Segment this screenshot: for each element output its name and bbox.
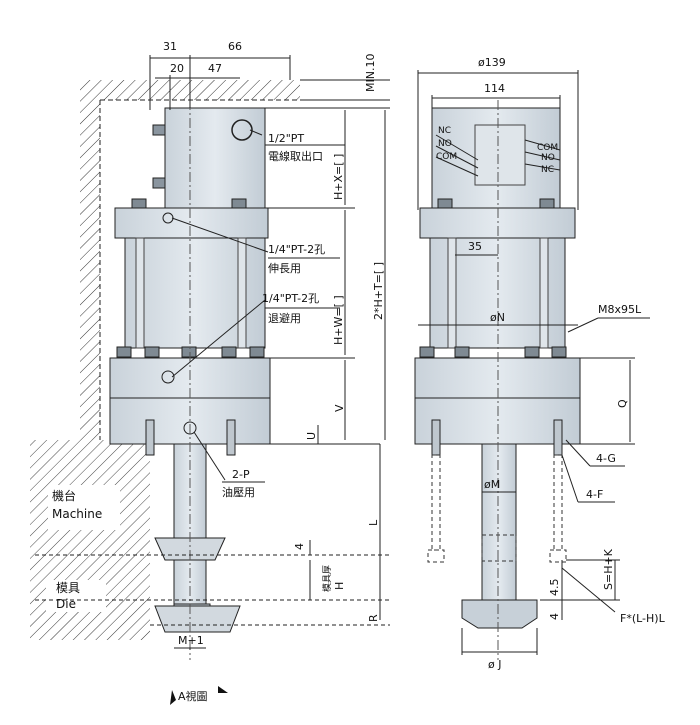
callout-2p: 2-P bbox=[232, 468, 250, 481]
dim-h: H bbox=[333, 582, 346, 590]
switch-nc-left: NC bbox=[438, 126, 451, 136]
callout-pt12: 1/2"PT bbox=[268, 132, 304, 145]
callout-m8: M8x95L bbox=[598, 303, 642, 316]
dim-47: 47 bbox=[208, 62, 222, 75]
switch-no-right: NO bbox=[541, 153, 555, 163]
dim-s: S=H+K bbox=[602, 548, 615, 590]
dim-31: 31 bbox=[163, 40, 177, 53]
switch-nc-right: NC bbox=[541, 165, 554, 175]
machine-en: Machine bbox=[52, 507, 102, 521]
dim-min10: MIN.10 bbox=[364, 54, 377, 92]
callout-4g: 4-G bbox=[596, 452, 616, 465]
dim-m: øM bbox=[484, 478, 500, 491]
view-a-arrow-icon bbox=[170, 686, 228, 705]
dim-35: 35 bbox=[468, 240, 482, 253]
dim-4-5: 4.5 bbox=[548, 579, 561, 597]
dim-r: R bbox=[367, 614, 380, 622]
callout-fl: F*(L-H)L bbox=[620, 612, 666, 625]
dim-20: 20 bbox=[170, 62, 184, 75]
callout-4f: 4-F bbox=[586, 488, 603, 501]
rod-foot bbox=[461, 599, 538, 629]
dim-139: ø139 bbox=[478, 56, 506, 69]
die-en: Die bbox=[56, 597, 76, 611]
mold-thickness: 模具厚 bbox=[322, 565, 333, 592]
dim-m1: M+1 bbox=[178, 634, 204, 647]
switch-com-left: COM bbox=[436, 152, 457, 162]
callout-pt12-note: 電線取出口 bbox=[268, 149, 323, 163]
machine-zh: 機台 bbox=[52, 488, 76, 503]
dim-n: øN bbox=[490, 311, 505, 324]
dim-4b: 4 bbox=[548, 613, 561, 620]
dim-66: 66 bbox=[228, 40, 242, 53]
dim-j: ø J bbox=[488, 658, 501, 671]
port-circle bbox=[231, 119, 253, 141]
right-view bbox=[414, 70, 650, 660]
dim-hw: H+W=[ ] bbox=[332, 295, 345, 345]
dim-4: 4 bbox=[293, 543, 306, 550]
dim-hx: H+X=[ ] bbox=[332, 154, 345, 200]
left-view bbox=[30, 55, 390, 660]
callout-pt14b: 1/4"PT-2孔 bbox=[262, 292, 319, 305]
upper-flange bbox=[114, 207, 269, 239]
callout-pt14a: 1/4"PT-2孔 bbox=[268, 243, 325, 256]
dim-l: L bbox=[367, 519, 380, 526]
switch-no-left: NO bbox=[438, 139, 452, 149]
callout-pt14a-note: 伸長用 bbox=[268, 262, 301, 275]
right-rod bbox=[481, 443, 517, 601]
dim-2ht: 2*H+T=[ ] bbox=[372, 262, 385, 320]
dim-q: Q bbox=[616, 399, 629, 408]
die-zh: 模具 bbox=[56, 581, 80, 595]
dim-v: V bbox=[333, 404, 346, 412]
callout-2p-note: 油壓用 bbox=[222, 485, 255, 499]
dim-u: U bbox=[305, 432, 318, 440]
switch-com-right: COM bbox=[537, 143, 558, 153]
callout-pt14b-note: 退避用 bbox=[268, 311, 301, 325]
dim-114: 114 bbox=[484, 82, 505, 95]
labels: 31 66 20 47 MIN.10 ø139 114 1/2"PT 電線取出口… bbox=[52, 40, 666, 703]
view-a-label: A視圖 bbox=[178, 689, 208, 703]
